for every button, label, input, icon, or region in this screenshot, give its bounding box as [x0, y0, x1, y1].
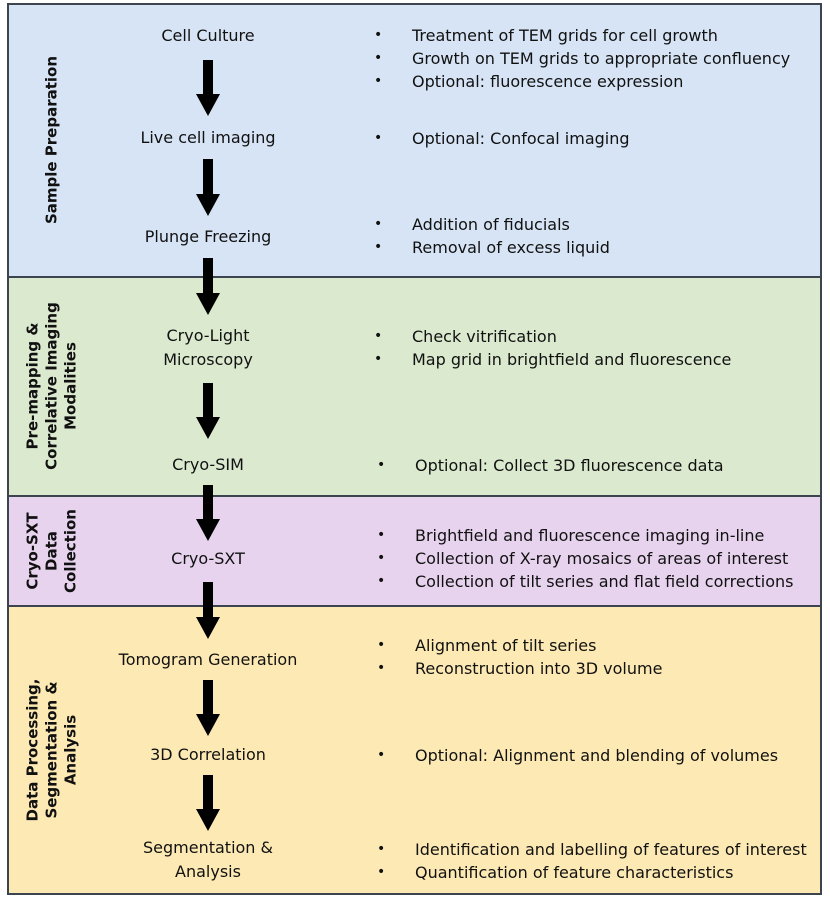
arrow-down-icon	[196, 680, 220, 736]
step-segmentation-analysis: Segmentation & Analysis	[142, 838, 274, 881]
list-item: • Identification and labelling of feature…	[377, 838, 807, 861]
bullet-dot: •	[374, 216, 383, 232]
bullet-dot: •	[374, 328, 383, 344]
bullets-cryo-sxt: • Brightfield and fluorescence imaging in…	[377, 524, 794, 593]
bullet-text: Optional: Alignment and blending of volu…	[415, 746, 779, 765]
arrow-down-icon	[196, 582, 220, 639]
list-item: • Optional: Confocal imaging	[374, 127, 630, 150]
bullet-dot: •	[377, 457, 386, 473]
arrow-down-icon	[196, 775, 220, 831]
arrow-down-icon	[196, 258, 220, 315]
section-label-sample-preparation: Sample Preparation	[42, 55, 61, 225]
bullet-dot: •	[377, 841, 386, 857]
bullet-dot: •	[377, 573, 386, 589]
bullet-text: Brightfield and fluorescence imaging in-…	[415, 526, 765, 545]
list-item: • Optional: fluorescence expression	[374, 70, 790, 93]
section-sample-preparation	[7, 3, 822, 278]
bullet-text: Collection of tilt series and flat field…	[415, 572, 794, 591]
list-item: • Alignment of tilt series	[377, 634, 662, 657]
section-pre-mapping	[7, 276, 822, 497]
list-item: • Optional: Collect 3D fluorescence data	[377, 454, 724, 477]
bullet-text: Check vitrification	[412, 327, 557, 346]
list-item: • Map grid in brightfield and fluorescenc…	[374, 348, 732, 371]
bullet-text: Identification and labelling of features…	[415, 840, 807, 859]
step-3d-correlation: 3D Correlation	[150, 745, 266, 764]
bullet-dot: •	[377, 637, 386, 653]
bullet-dot: •	[374, 50, 383, 66]
arrow-down-icon	[196, 159, 220, 216]
section-label-data-processing: Data Processing, Segmentation & Analysis	[23, 678, 80, 822]
arrow-down-icon	[196, 485, 220, 541]
bullet-dot: •	[377, 527, 386, 543]
bullet-text: Collection of X-ray mosaics of areas of …	[415, 549, 789, 568]
step-cryo-sim: Cryo-SIM	[172, 455, 244, 474]
bullet-text: Optional: Confocal imaging	[412, 129, 630, 148]
section-label-cryo-sxt: Cryo-SXT Data Collection	[23, 509, 80, 593]
bullet-dot: •	[374, 130, 383, 146]
bullets-plunge-freezing: • Addition of fiducials • Removal of exces…	[374, 213, 610, 259]
bullets-cell-culture: •Treatment of TEM grids for cell growth …	[374, 24, 791, 93]
bullet-dot: •	[374, 73, 383, 89]
bullet-dot: •	[377, 864, 386, 880]
bullet-text: Quantification of feature characteristic…	[415, 863, 734, 882]
bullet-text: Map grid in brightfield and fluorescence	[412, 350, 732, 369]
section-data-processing	[7, 605, 822, 895]
step-live-cell-imaging: Live cell imaging	[140, 128, 276, 147]
bullets-cryo-sim: • Optional: Collect 3D fluorescence data	[377, 454, 724, 477]
bullet-text: Alignment of tilt series	[415, 636, 597, 655]
step-cell-culture: Cell Culture	[161, 26, 255, 45]
bullet-text: Growth on TEM grids to appropriate confl…	[412, 49, 791, 68]
step-plunge-freezing: Plunge Freezing	[144, 227, 272, 246]
bullet-text: Addition of fiducials	[412, 215, 570, 234]
list-item: • Quantification of feature characteristi…	[377, 861, 807, 884]
step-cryo-sxt: Cryo-SXT	[171, 549, 245, 568]
list-item: • Treatment of TEM grids for cell growth	[374, 24, 790, 47]
list-item: • Growth on TEM grids to appropriate conf…	[374, 47, 791, 70]
bullet-text: Reconstruction into 3D volume	[415, 659, 663, 678]
list-item: • Reconstruction into 3D volume	[377, 657, 663, 680]
bullet-dot: •	[374, 351, 383, 367]
bullet-text: Optional: Collect 3D fluorescence data	[415, 456, 724, 475]
section-label-pre-mapping: Pre-mapping & Correlative Imaging Modali…	[23, 302, 80, 470]
bullet-dot: •	[377, 550, 386, 566]
bullets-live-cell-imaging: • Optional: Confocal imaging	[374, 127, 630, 150]
bullets-3d-correlation: • Optional: Alignment and blending of vol…	[377, 744, 779, 767]
list-item: • Collection of tilt series and flat fiel…	[377, 570, 794, 593]
list-item: • Optional: Alignment and blending of vol…	[377, 744, 779, 767]
bullets-segmentation-analysis: • Identification and labelling of feature…	[377, 838, 807, 884]
bullet-text: Removal of excess liquid	[412, 238, 610, 257]
step-cryo-light-microscopy: Cryo-Light Microscopy	[163, 326, 253, 369]
bullets-tomogram-generation: • Alignment of tilt series • Reconstructio…	[377, 634, 663, 680]
list-item: • Collection of X-ray mosaics of areas of…	[377, 547, 794, 570]
bullet-dot: •	[374, 27, 383, 43]
list-item: • Check vitrification	[374, 325, 731, 348]
list-item: • Brightfield and fluorescence imaging in…	[377, 524, 794, 547]
bullet-dot: •	[377, 660, 386, 676]
list-item: • Addition of fiducials	[374, 213, 610, 236]
bullet-text: Treatment of TEM grids for cell growth	[412, 26, 718, 45]
step-tomogram-generation: Tomogram Generation	[118, 650, 298, 669]
list-item: • Removal of excess liquid	[374, 236, 610, 259]
bullet-text: Optional: fluorescence expression	[412, 72, 684, 91]
bullet-dot: •	[377, 747, 386, 763]
bullet-dot: •	[374, 239, 383, 255]
arrow-down-icon	[196, 60, 220, 116]
arrow-down-icon	[196, 383, 220, 439]
bullets-cryo-light-microscopy: • Check vitrification • Map grid in bright…	[374, 325, 732, 371]
